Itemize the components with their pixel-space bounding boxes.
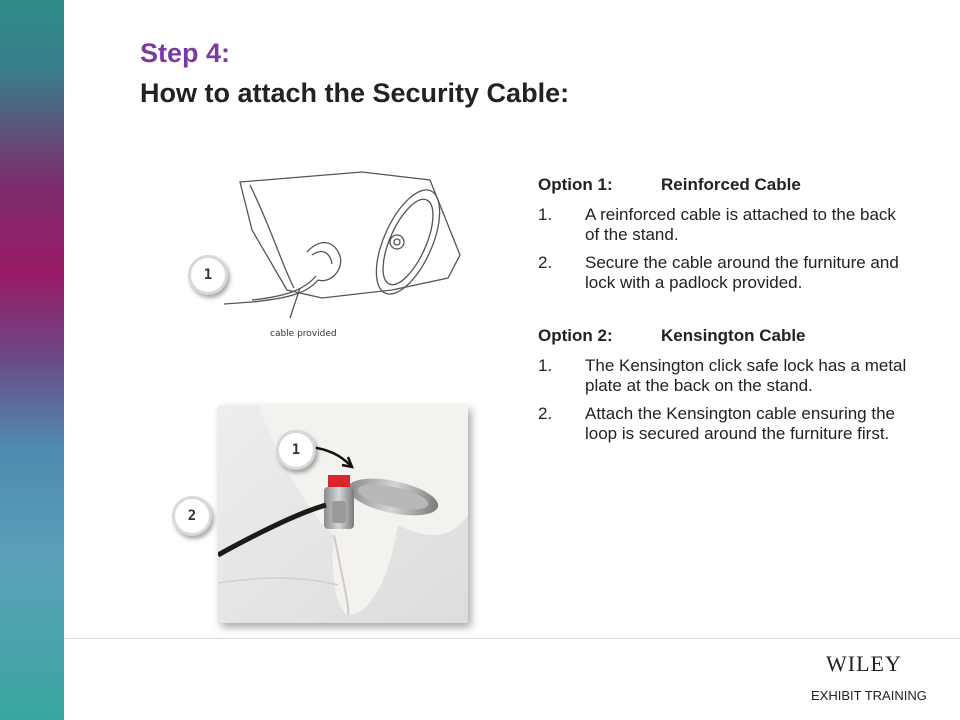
- exhibit-training-label: EXHIBIT TRAINING: [811, 688, 927, 703]
- step-text: Secure the cable around the furniture an…: [585, 253, 899, 292]
- instructions-column: Option 1: Reinforced Cable 1. A reinforc…: [538, 175, 908, 452]
- cable-provided-caption: cable provided: [270, 329, 337, 339]
- option-2-heading: Option 2: Kensington Cable: [538, 326, 908, 346]
- list-item: 1. A reinforced cable is attached to the…: [538, 205, 908, 245]
- step-number: 1.: [538, 205, 553, 224]
- option-1-name: Reinforced Cable: [661, 175, 801, 194]
- step-number: 2.: [538, 404, 553, 423]
- option-1-label: Option 1:: [538, 175, 613, 194]
- callout-badge-lock-2: 2: [172, 496, 212, 536]
- step-text: Attach the Kensington cable ensuring the…: [585, 404, 895, 443]
- option-1-heading: Option 1: Reinforced Cable: [538, 175, 908, 195]
- page-title: How to attach the Security Cable:: [140, 78, 570, 108]
- callout-badge-1: 1: [188, 255, 228, 295]
- list-item: 2. Secure the cable around the furniture…: [538, 253, 908, 293]
- step-title: Step 4:: [140, 38, 231, 68]
- reinforced-cable-diagram: cable provided: [223, 171, 461, 339]
- wiley-logo: WILEY: [826, 651, 902, 676]
- step-text: The Kensington click safe lock has a met…: [585, 356, 907, 395]
- side-color-band: [0, 0, 64, 720]
- footer-divider: [64, 638, 960, 639]
- step-number: 2.: [538, 253, 553, 272]
- step-text: A reinforced cable is attached to the ba…: [585, 205, 896, 244]
- list-item: 2. Attach the Kensington cable ensuring …: [538, 404, 908, 444]
- option-2-name: Kensington Cable: [661, 326, 806, 345]
- list-item: 1. The Kensington click safe lock has a …: [538, 356, 908, 396]
- kensington-lock-photo: [218, 405, 468, 623]
- option-2-label: Option 2:: [538, 326, 613, 345]
- callout-badge-lock-1: 1: [276, 430, 316, 470]
- step-number: 1.: [538, 356, 553, 375]
